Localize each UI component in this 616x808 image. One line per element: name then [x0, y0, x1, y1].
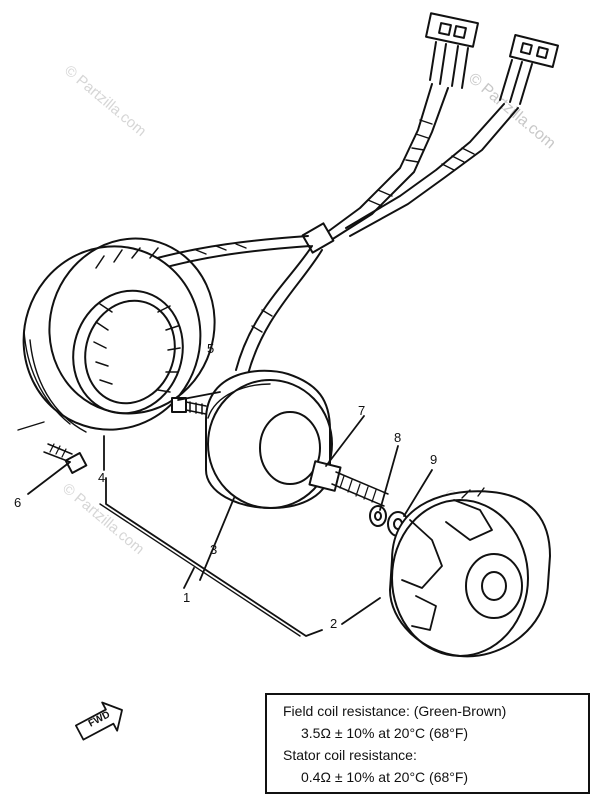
field-coil-title: Field coil resistance: (Green-Brown) [283, 703, 507, 719]
field-coil [205, 369, 333, 509]
stator-coil-value: 0.4Ω ± 10% at 20°C (68°F) [301, 769, 469, 785]
rotor [389, 487, 551, 658]
callout-6: 6 [14, 495, 22, 510]
field-coil-value: 3.5Ω ± 10% at 20°C (68°F) [301, 725, 469, 741]
fwd-arrow [74, 701, 123, 741]
callout-2: 2 [330, 616, 338, 631]
resistance-spec-box: Field coil resistance: (Green-Brown) 3.5… [265, 693, 590, 794]
callout-3: 3 [210, 542, 218, 557]
stator-ring [22, 237, 216, 433]
connector-left [425, 12, 479, 89]
connector-right [499, 34, 560, 105]
callout-4: 4 [98, 470, 106, 485]
leader-lines [17, 391, 433, 637]
washer-8 [369, 505, 387, 527]
stator-coil-title: Stator coil resistance: [283, 747, 417, 763]
callout-1: 1 [183, 590, 191, 605]
callout-8: 8 [394, 430, 402, 445]
callout-9: 9 [430, 452, 438, 467]
callout-5: 5 [207, 341, 215, 356]
bolt-5 [171, 397, 207, 415]
callout-7: 7 [358, 403, 366, 418]
bolt-6 [43, 443, 88, 474]
wire-harness [149, 83, 519, 375]
bolt-7 [308, 460, 389, 507]
